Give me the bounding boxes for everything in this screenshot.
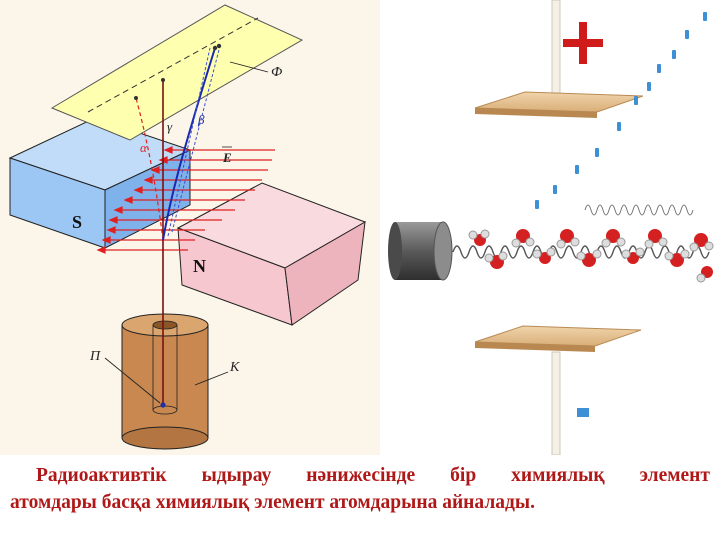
source-label: П <box>89 349 101 364</box>
electric-field-lines <box>96 146 275 254</box>
beta-label: β <box>197 112 205 127</box>
top-plate <box>474 91 644 113</box>
bottom-plate-edge <box>475 342 595 352</box>
ion-dots-trail <box>535 12 707 209</box>
alpha-ray-path <box>135 97 164 241</box>
radiation-emitter <box>388 221 453 281</box>
bottom-plate-rod <box>551 351 561 455</box>
screen-label: Ф <box>271 65 282 80</box>
radiation-deflection-diagram: Ф S N E γ α β П К <box>0 0 380 455</box>
field-label: E <box>222 150 232 165</box>
positive-sign-icon <box>563 22 603 64</box>
beta-hit-dot <box>212 45 218 51</box>
gamma-label: γ <box>167 119 173 134</box>
ionization-chamber-diagram <box>388 0 714 455</box>
lead-container <box>121 313 209 450</box>
radioactive-source-dot <box>160 402 166 408</box>
bottom-plate <box>474 325 642 347</box>
screen-plate <box>50 4 304 141</box>
alpha-hit-dot <box>134 96 138 100</box>
caption-line-1: Радиоактивтік ыдырау нәнижесінде бір хим… <box>36 465 710 486</box>
source-leader-line <box>104 357 161 404</box>
water-molecules <box>468 229 714 283</box>
top-plate-edge <box>475 108 597 118</box>
top-plate-rod <box>551 0 561 101</box>
beta-hit-dot <box>216 43 222 49</box>
radiation-wave-upper <box>584 204 694 216</box>
screen-dashed-line <box>87 17 259 113</box>
beta-ray-spread <box>167 45 221 237</box>
caption: Радиоактивтік ыдырау нәнижесінде бір хим… <box>10 462 710 516</box>
gamma-hit-dot <box>161 78 165 82</box>
north-magnet <box>176 182 367 326</box>
alpha-label: α <box>140 140 148 155</box>
blue-ion-dot <box>577 408 589 417</box>
south-pole-label: S <box>72 212 82 232</box>
caption-line-2: атомдары басқа химиялық элемент атомдары… <box>10 492 535 513</box>
north-pole-label: N <box>193 256 206 276</box>
beta-ray-path <box>162 47 216 241</box>
screen-leader-line <box>229 61 269 73</box>
container-label: К <box>229 360 240 375</box>
container-leader-line <box>194 371 229 386</box>
